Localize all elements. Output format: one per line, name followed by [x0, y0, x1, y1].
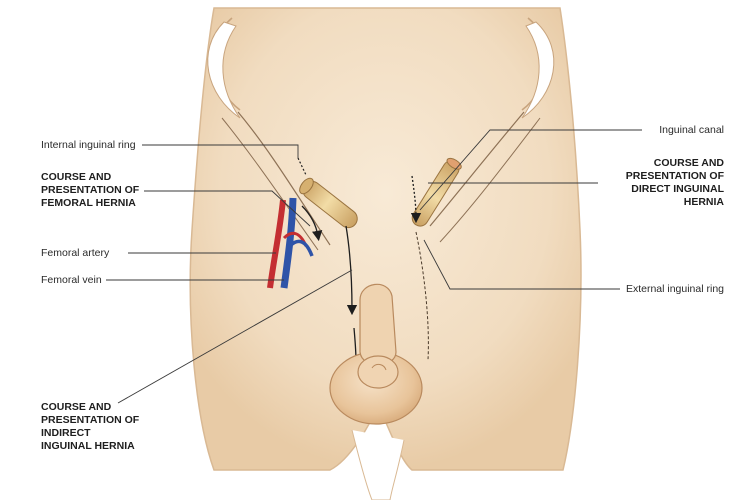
direct-hernia-line-2: PRESENTATION OF: [626, 170, 724, 183]
label-internal-inguinal-ring: Internal inguinal ring: [41, 139, 136, 151]
label-inguinal-canal: Inguinal canal: [659, 124, 724, 136]
direct-hernia-line-1: COURSE AND: [626, 157, 724, 170]
indirect-hernia-line-2: PRESENTATION OF: [41, 414, 139, 427]
indirect-hernia-line-1: COURSE AND: [41, 401, 139, 414]
label-femoral-hernia: COURSE AND PRESENTATION OF FEMORAL HERNI…: [41, 171, 139, 210]
label-direct-hernia: COURSE AND PRESENTATION OF DIRECT INGUIN…: [626, 157, 724, 209]
femoral-hernia-line-3: FEMORAL HERNIA: [41, 197, 139, 210]
indirect-hernia-line-4: INGUINAL HERNIA: [41, 440, 139, 453]
thigh-gap: [352, 430, 404, 500]
label-femoral-artery: Femoral artery: [41, 247, 109, 259]
direct-hernia-line-3: DIRECT INGUINAL: [626, 183, 724, 196]
label-indirect-hernia: COURSE AND PRESENTATION OF INDIRECT INGU…: [41, 401, 139, 453]
label-femoral-vein: Femoral vein: [41, 274, 102, 286]
femoral-hernia-line-2: PRESENTATION OF: [41, 184, 139, 197]
femoral-hernia-line-1: COURSE AND: [41, 171, 139, 184]
indirect-hernia-line-3: INDIRECT: [41, 427, 139, 440]
direct-hernia-line-4: HERNIA: [626, 196, 724, 209]
label-external-inguinal-ring: External inguinal ring: [626, 283, 724, 295]
